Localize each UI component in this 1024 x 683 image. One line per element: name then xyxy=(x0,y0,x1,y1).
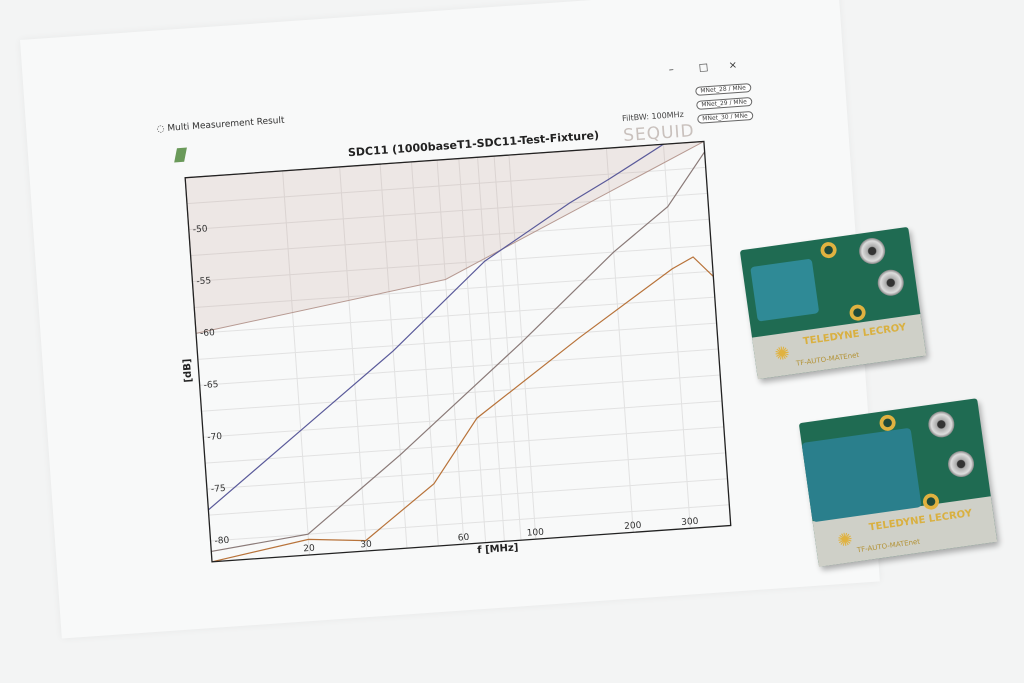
plot-area: 20 30 60 100 200 300 -80 -75 -70 -65 -60 -55 -50 f [M… xyxy=(182,140,732,563)
grid-line xyxy=(192,244,712,283)
grid-line xyxy=(477,157,505,542)
grid-line xyxy=(662,144,691,529)
grid-line xyxy=(188,192,708,231)
y-axis-label: [dB] xyxy=(182,358,195,383)
grid-line xyxy=(205,426,724,464)
x-tick-label: 30 xyxy=(360,540,372,551)
grid-line xyxy=(508,155,537,540)
x-axis-label: f [MHz] xyxy=(477,542,519,556)
limit-region xyxy=(184,140,705,335)
x-tick-label: 300 xyxy=(681,517,699,528)
x-tick-label: 100 xyxy=(526,528,544,539)
series-line xyxy=(211,151,706,552)
test-fixture-board: ✺ TELEDYNE LECROY TF-AUTO-MATEnet xyxy=(739,226,927,380)
y-tick-label: -50 xyxy=(192,224,208,235)
rj-connector xyxy=(801,427,922,523)
x-tick-label: 200 xyxy=(624,521,642,532)
y-tick-label: -60 xyxy=(200,328,216,339)
y-tick-label: -70 xyxy=(207,432,223,443)
y-tick-label: -80 xyxy=(214,536,230,547)
printed-chart-window: ◌ Multi Measurement Result – □ × SDC11 (… xyxy=(150,60,823,603)
teledyne-logo-icon: ✺ xyxy=(773,342,792,366)
grid-line xyxy=(605,148,634,533)
grid-line xyxy=(196,296,715,334)
grid-line xyxy=(410,161,439,546)
grid-line xyxy=(208,478,728,516)
series-line xyxy=(207,143,664,511)
grid-line xyxy=(458,158,487,543)
grid-line xyxy=(201,374,721,412)
grid-line xyxy=(436,160,465,545)
plot-frame xyxy=(184,140,732,563)
mounting-hole xyxy=(848,303,867,322)
grid-line xyxy=(339,166,368,552)
sma-connector xyxy=(946,449,976,479)
x-tick-label: 60 xyxy=(457,533,469,544)
sma-connector xyxy=(857,236,887,266)
y-tick-label: -55 xyxy=(196,276,211,287)
grid-line xyxy=(282,170,310,556)
y-tick-label: -75 xyxy=(211,484,226,495)
grid-line xyxy=(493,156,522,541)
rj-connector xyxy=(750,258,820,322)
grid-line xyxy=(186,166,706,205)
grid-line xyxy=(194,270,713,308)
grid-line xyxy=(197,322,717,360)
grid-line xyxy=(203,400,723,438)
sma-connector xyxy=(926,409,957,440)
grid-line xyxy=(379,164,408,549)
grid-line xyxy=(190,218,710,257)
grid-line xyxy=(210,504,730,542)
sma-connector xyxy=(876,268,906,298)
x-tick-label: 20 xyxy=(303,544,315,555)
teledyne-logo-icon: ✺ xyxy=(836,528,855,552)
grid-line xyxy=(199,348,719,386)
y-tick-label: -65 xyxy=(203,380,218,391)
series-line xyxy=(211,256,714,563)
test-fixture-board: ✺ TELEDYNE LECROY TF-AUTO-MATEnet xyxy=(798,398,998,567)
grid-line xyxy=(206,452,726,490)
mounting-hole xyxy=(819,241,838,260)
